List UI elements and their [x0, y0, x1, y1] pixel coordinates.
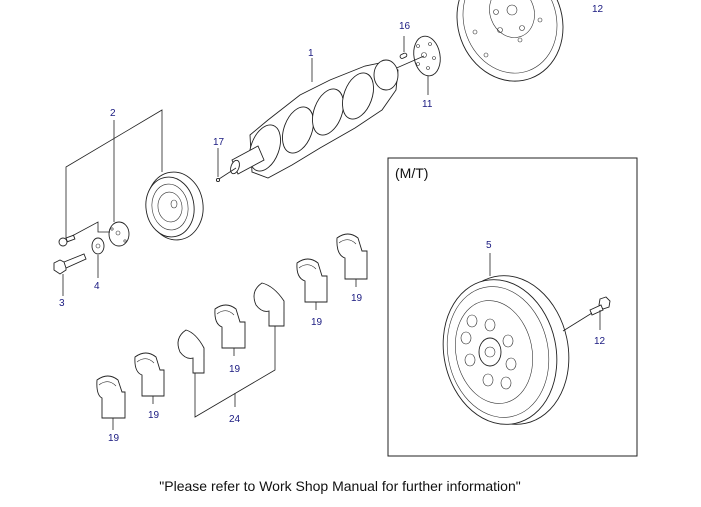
thrust-washer-24-b[interactable] — [253, 282, 285, 327]
callout-19-c: 19 — [229, 364, 241, 375]
callout-24: 24 — [229, 414, 241, 425]
small-bolt[interactable] — [58, 234, 76, 247]
flywheel-5[interactable] — [430, 265, 582, 436]
flywheel-bolt-12[interactable] — [589, 296, 611, 316]
mt-inset-frame — [387, 157, 638, 457]
callout-12-top: 12 — [592, 4, 604, 15]
bolt-3[interactable] — [53, 253, 87, 275]
adapter-plate-11[interactable] — [411, 34, 444, 78]
drive-plate-top[interactable] — [441, 0, 580, 96]
key-17[interactable] — [215, 177, 221, 183]
main-bearing-19-a[interactable] — [96, 375, 126, 419]
pulley-hub-2[interactable] — [108, 221, 130, 247]
main-bearing-19-c[interactable] — [214, 304, 246, 349]
main-bearing-19-e[interactable] — [336, 233, 368, 280]
callout-1: 1 — [308, 48, 314, 59]
crankshaft-1[interactable] — [229, 59, 399, 179]
main-bearing-19-d[interactable] — [296, 258, 328, 303]
callout-5: 5 — [486, 240, 492, 251]
callout-17: 17 — [213, 137, 225, 148]
main-bearing-19-b[interactable] — [134, 352, 165, 397]
callout-19-a: 19 — [108, 433, 120, 444]
thrust-washer-24-a[interactable] — [177, 329, 205, 374]
callout-19-e: 19 — [351, 293, 363, 304]
callout-4: 4 — [94, 281, 100, 292]
callout-2: 2 — [110, 108, 116, 119]
callout-19-b: 19 — [148, 410, 160, 421]
inset-title: (M/T) — [395, 165, 428, 181]
callout-19-d: 19 — [311, 317, 323, 328]
pulley-2[interactable] — [142, 168, 207, 243]
callout-3: 3 — [59, 298, 65, 309]
pin-16[interactable] — [399, 52, 408, 59]
footer-note: "Please refer to Work Shop Manual for fu… — [159, 478, 521, 494]
callout-12-inset: 12 — [594, 336, 606, 347]
callout-11: 11 — [422, 99, 433, 110]
washer-4[interactable] — [91, 237, 105, 255]
callout-16: 16 — [399, 21, 411, 32]
